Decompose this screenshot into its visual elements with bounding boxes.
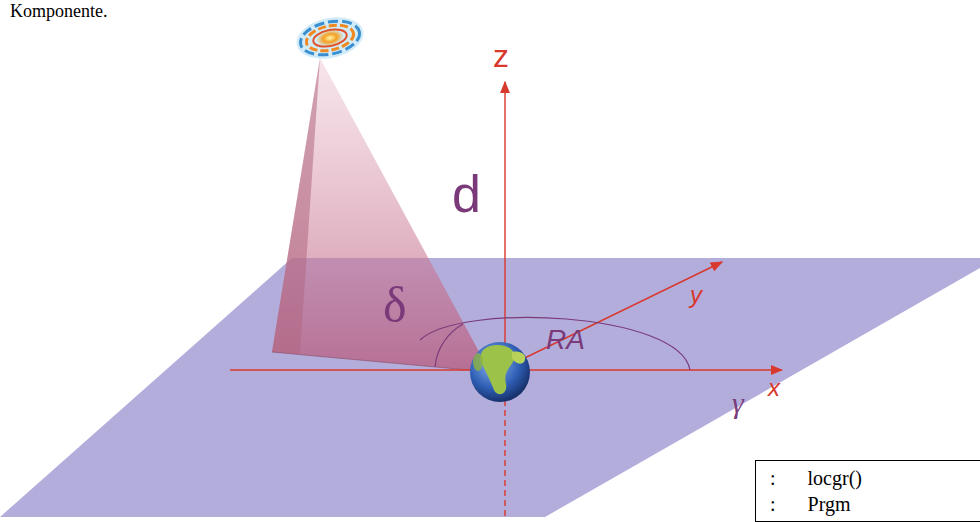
axis-label: y	[690, 283, 702, 307]
vernal-equinox-symbol: γ	[732, 388, 744, 418]
separator: :	[770, 466, 776, 490]
projection-line	[272, 352, 490, 372]
vertical-projection	[272, 58, 320, 354]
declination-arc	[435, 324, 463, 367]
equatorial-plane	[0, 258, 980, 517]
right-ascension-label: RA	[546, 326, 585, 354]
distance-triangle	[272, 58, 490, 372]
galaxy	[293, 11, 368, 64]
right-ascension-arc	[420, 317, 690, 370]
caption-fragment: Komponente.	[10, 2, 107, 20]
distance-label: d	[452, 168, 481, 220]
axis-label: z	[493, 40, 509, 72]
legend-box: : locgr(): Prgm	[755, 460, 980, 522]
separator: :	[770, 492, 776, 516]
entry-text: locgr()	[808, 466, 862, 490]
axis-label: x	[768, 376, 780, 400]
declination-label: δ	[383, 280, 407, 330]
entry-text: Prgm	[808, 492, 851, 516]
z-axis-below	[504, 400, 505, 517]
z-axis	[504, 82, 505, 370]
earth-globe	[470, 342, 530, 402]
y-axis	[500, 262, 722, 370]
